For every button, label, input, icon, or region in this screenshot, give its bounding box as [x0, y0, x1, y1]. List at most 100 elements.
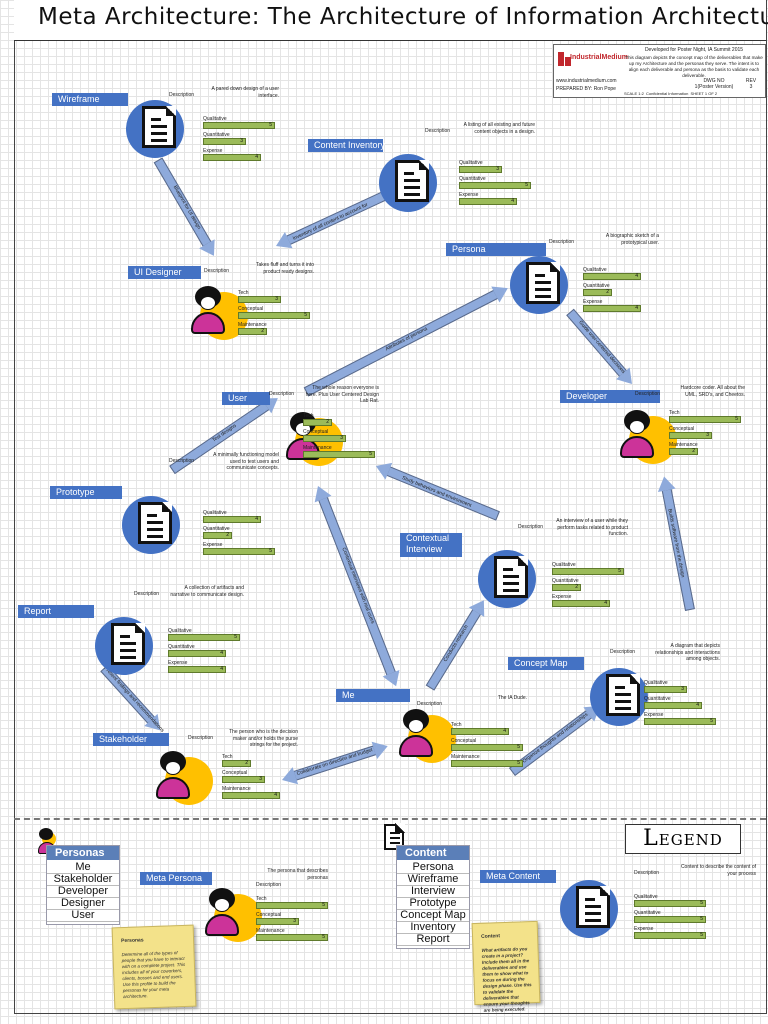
stakeholder-person-icon	[155, 749, 195, 805]
metric-value: 4	[255, 516, 258, 522]
metric-value: 4	[696, 702, 699, 708]
metric-value: 2	[692, 448, 695, 454]
person-body	[205, 914, 239, 936]
wireframe-header[interactable]: Wireframe	[52, 93, 128, 106]
metric-label: Tech	[222, 754, 233, 760]
person-body	[399, 735, 433, 757]
description-label: Description	[634, 870, 660, 876]
metric-bar: 5	[634, 916, 706, 923]
metric-label: Qualitative	[203, 116, 227, 122]
metric-bar: 5	[644, 718, 716, 725]
metric-bar: 3	[203, 138, 246, 145]
stakeholder-title: Stakeholder	[99, 734, 148, 744]
content-inventory-document-icon	[395, 160, 429, 202]
metric-label: Expense	[168, 660, 188, 666]
metric-bar: 5	[634, 932, 706, 939]
metric-bar: 5	[552, 568, 624, 575]
title-bar: Meta Architecture: The Architecture of I…	[14, 0, 768, 41]
developer-header[interactable]: Developer	[560, 390, 660, 403]
metric-label: Expense	[203, 148, 223, 154]
persona-header[interactable]: Persona	[446, 243, 546, 256]
metric-value: 3	[706, 432, 709, 438]
metric-bar: 5	[451, 760, 523, 767]
persona-document-icon	[526, 262, 560, 304]
stakeholder-description: The person who is the decision maker and…	[229, 729, 298, 748]
confidential-label: Confidential Information	[646, 91, 689, 96]
meta-content-description: Content to describe the content of your …	[680, 864, 756, 877]
report-description: A collection of artifacts and narrative …	[170, 585, 244, 598]
me-header[interactable]: Me	[336, 689, 410, 702]
developer-title: Developer	[566, 391, 608, 401]
rev-label: REV	[745, 78, 757, 84]
metric-value: 5	[234, 634, 237, 640]
poster-title: Meta Architecture: The Architecture of I…	[38, 4, 768, 30]
sticky-note-title: Personas	[120, 937, 144, 945]
metric-bar: 3	[459, 166, 502, 173]
sticky-note-body: Determine all of the types of people tha…	[121, 950, 186, 1000]
company-logo: IndustrialMedium	[556, 48, 628, 74]
report-header[interactable]: Report	[18, 605, 94, 618]
contextual-interview-description: An interview of a user while they perfor…	[556, 518, 628, 537]
frame-bottom	[14, 1013, 766, 1014]
person-face	[165, 761, 181, 775]
metric-label: Expense	[459, 192, 479, 198]
contextual-interview-header[interactable]: Contextual Interview	[400, 533, 462, 557]
metric-label: Quantitative	[583, 283, 610, 289]
metric-label: Maintenance	[451, 754, 480, 760]
description-label: Description	[169, 458, 195, 464]
metric-value: 3	[681, 686, 684, 692]
company-url[interactable]: www.industrialmedium.com	[556, 78, 617, 84]
metric-label: Quantitative	[552, 578, 579, 584]
ui-designer-title: UI Designer	[134, 267, 182, 277]
metric-bar: 3	[669, 432, 712, 439]
metric-label: Quantitative	[203, 526, 230, 532]
metric-bar: 2	[238, 328, 267, 335]
list-item: Persona	[397, 861, 469, 874]
metric-value: 3	[340, 435, 343, 441]
metric-label: Qualitative	[168, 628, 192, 634]
stakeholder-header[interactable]: Stakeholder	[93, 733, 169, 746]
meta-persona-header[interactable]: Meta Persona	[140, 872, 212, 885]
user-header[interactable]: User	[222, 392, 270, 405]
list-item: User	[47, 909, 119, 922]
metric-value: 5	[269, 548, 272, 554]
metric-bar: 3	[644, 686, 687, 693]
ui-designer-person-icon	[190, 284, 230, 340]
meta-persona-description: The persona that describes personas	[267, 868, 328, 881]
personas-list-header: Personas	[47, 846, 119, 860]
prototype-header[interactable]: Prototype	[50, 486, 122, 499]
metric-label: Quantitative	[459, 176, 486, 182]
report-document-icon	[111, 623, 145, 665]
metric-bar: 4	[168, 666, 226, 673]
metric-value: 5	[700, 916, 703, 922]
description-label: Description	[518, 524, 544, 530]
legend-title: Legend	[625, 824, 741, 854]
ui-designer-header[interactable]: UI Designer	[128, 266, 201, 279]
scale-value: 1:2	[638, 91, 644, 96]
description-label: Description	[169, 92, 195, 98]
meta-content-header[interactable]: Meta Content	[480, 870, 556, 883]
person-body	[620, 436, 654, 458]
metric-value: 4	[604, 600, 607, 606]
developed-for: Developed for Poster Night, IA Summit 20…	[644, 47, 744, 53]
content-inventory-header[interactable]: Content Inventory	[308, 139, 385, 152]
list-item: Developer	[47, 885, 119, 898]
metric-bar: 5	[256, 902, 328, 909]
metric-label: Maintenance	[303, 445, 332, 451]
metric-label: Expense	[203, 542, 223, 548]
metric-bar: 2	[303, 419, 332, 426]
concept-map-header[interactable]: Concept Map	[508, 657, 584, 670]
metric-bar: 4	[644, 702, 702, 709]
person-face	[214, 898, 230, 912]
metric-bar: 4	[222, 792, 280, 799]
metric-value: 4	[255, 154, 258, 160]
personas-sticky-note: Personas Determine all of the types of p…	[111, 924, 197, 1010]
prepared-by: PREPARED BY: Ron Pope	[556, 86, 616, 92]
metric-value: 4	[220, 666, 223, 672]
list-item: Prototype	[397, 897, 469, 910]
metric-value: 3	[496, 166, 499, 172]
list-item: Inventory	[397, 921, 469, 934]
metric-value: 2	[606, 289, 609, 295]
meta-content-title: Meta Content	[486, 871, 541, 881]
metric-bar: 5	[203, 122, 275, 129]
